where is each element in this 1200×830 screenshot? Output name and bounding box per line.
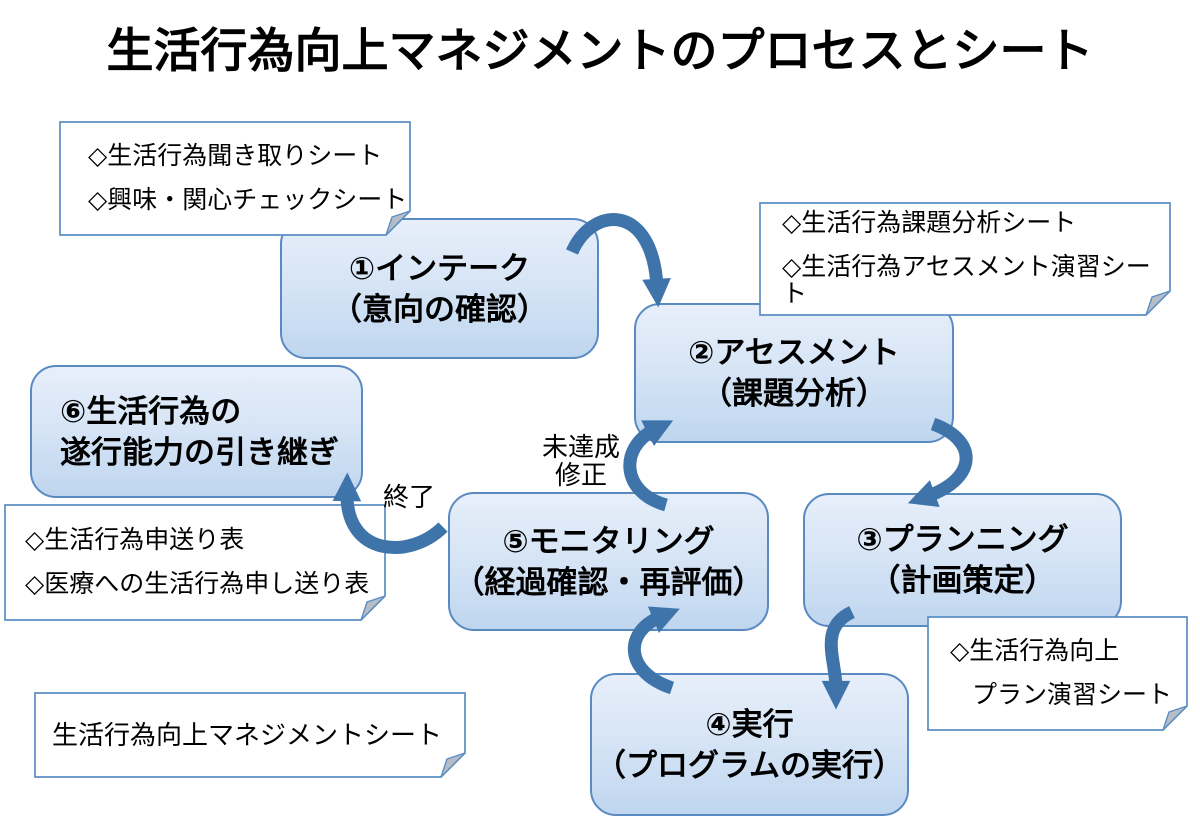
note-intake-sheets: ◇生活行為聞き取りシート ◇興味・関心チェックシート (88, 122, 408, 235)
note-line: ◇生活行為聞き取りシート (88, 142, 383, 170)
step-sublabel: （経過確認・再評価） (453, 564, 764, 600)
step-box-planning: ③プランニング （計画策定） (803, 493, 1122, 627)
label-not-achieved: 未達成 (541, 432, 620, 462)
step-sublabel: （計画策定） (869, 563, 1056, 598)
step-box-execution: ④実行 （プログラムの実行） (590, 673, 909, 816)
note-line: ◇生活行為向上 (950, 637, 1120, 665)
step-sublabel: 遂行能力の引き継ぎ (60, 434, 339, 470)
step-sublabel: （意向の確認） (331, 291, 548, 327)
step-label: ⑤モニタリング (502, 523, 715, 559)
note-line: ◇医療への生活行為申し送り表 (25, 570, 370, 598)
note-line: ◇生活行為課題分析シート (782, 209, 1077, 237)
step-box-assessment: ②アセスメント （課題分析） (634, 303, 954, 443)
step-sublabel: （プログラムの実行） (594, 747, 905, 783)
note-handover-sheets: ◇生活行為申送り表 ◇医療への生活行為申し送り表 (25, 505, 385, 620)
step-box-handover: ⑥生活行為の 遂行能力の引き継ぎ (30, 365, 363, 498)
note-management-sheet: 生活行為向上マネジメントシート (52, 693, 462, 777)
note-line: ◇生活行為アセスメント演習シート (782, 253, 1151, 308)
label-revision: 修正 (554, 460, 607, 490)
step-sublabel: （課題分析） (701, 376, 887, 411)
note-line: ◇興味・関心チェックシート (88, 186, 408, 214)
step-label: ②アセスメント (688, 335, 900, 370)
step-label: ⑥生活行為の (60, 393, 242, 429)
note-assessment-sheets: ◇生活行為課題分析シート ◇生活行為アセスメント演習シート (782, 203, 1170, 315)
step-box-monitoring: ⑤モニタリング （経過確認・再評価） (448, 492, 769, 631)
page-title: 生活行為向上マネジメントのプロセスとシート (106, 24, 1094, 77)
label-end: 終了 (383, 482, 436, 512)
step-label: ④実行 (705, 706, 794, 742)
note-planning-sheets: ◇生活行為向上 プラン演習シート (950, 617, 1187, 730)
note-line: プラン演習シート (972, 681, 1173, 709)
note-line: ◇生活行為申送り表 (25, 526, 245, 554)
note-line: 生活行為向上マネジメントシート (52, 719, 443, 750)
step-label: ①インテーク (348, 250, 531, 286)
step-label: ③プランニング (856, 522, 1069, 557)
label-not-achieved-revision: 未達成 修正 (521, 433, 641, 489)
step-box-intake: ①インテーク （意向の確認） (280, 218, 599, 359)
